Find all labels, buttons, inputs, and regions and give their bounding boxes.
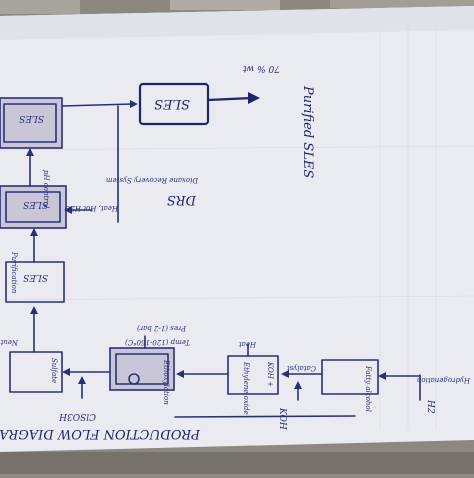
- clsoh-label: ClSO3H: [59, 411, 96, 421]
- final-arrowhead: [248, 92, 260, 104]
- desk-tile: [330, 0, 474, 8]
- title-underline: [174, 415, 356, 418]
- sles-top-label: SLES: [19, 113, 44, 123]
- sulfate-label: Sulfate: [50, 358, 58, 383]
- arrowhead: [62, 368, 70, 376]
- koh-plus-label: KOH +: [266, 361, 274, 387]
- sles-output-block: [138, 82, 210, 126]
- arrowhead: [30, 306, 38, 314]
- ethoxylation-label: Ethoxylation: [162, 359, 170, 405]
- ethoxylation-inner: [115, 353, 169, 385]
- sles-mid-label: SLES: [23, 199, 48, 209]
- desk-tile: [0, 0, 80, 14]
- desk-tile: [170, 0, 280, 10]
- arrowhead: [130, 100, 138, 108]
- sles-top-block: [0, 97, 63, 149]
- fatty-alcohol-label: Fatty alcohol: [364, 365, 372, 412]
- koh-block: [227, 355, 279, 395]
- to-output-line: [61, 103, 133, 107]
- arrowhead: [378, 372, 386, 380]
- sulfate-block: [9, 351, 63, 393]
- purified-sles-label: Purified SLES: [300, 85, 315, 178]
- sles-mid-block: [0, 185, 67, 229]
- sles-lower-label: SLES: [23, 272, 48, 282]
- diagram-title: PRODUCTION FLOW DIAGRAM: [0, 426, 201, 441]
- heat-h2o-label: Heat, Hot H2O: [64, 204, 119, 212]
- ph-control-label: pH control: [42, 170, 50, 208]
- fatty-alcohol-block: [321, 359, 379, 395]
- sles-top-inner: [3, 103, 57, 143]
- arrowhead: [294, 381, 302, 389]
- paper-sheet: [0, 6, 474, 452]
- arrowhead: [176, 370, 184, 378]
- purity-label: 70 % wt: [243, 63, 280, 73]
- h2-label: H2: [425, 399, 435, 414]
- arrowhead: [78, 376, 86, 384]
- purification-label: Purification: [10, 251, 18, 294]
- pres-label: Pres (1-2 bar): [137, 324, 187, 332]
- catalyst-label: Catalyst: [287, 364, 316, 372]
- temp-label: Temp (120-160°C): [125, 338, 190, 346]
- arrowhead: [281, 370, 289, 378]
- ethylene-oxide-label: Ethylene oxide: [242, 361, 250, 415]
- final-output-line: [206, 96, 254, 102]
- neutralization-label: Neutralization: [0, 338, 19, 346]
- koh-input-label: KOH: [277, 407, 287, 430]
- sles-mid-inner: [5, 191, 61, 223]
- arrowhead: [26, 148, 34, 156]
- paper-shade: [0, 6, 474, 40]
- sles-output-label: SLES: [154, 96, 190, 111]
- drs-label: DRS: [167, 192, 197, 207]
- arrowhead: [30, 228, 38, 236]
- ethoxylation-block: [109, 347, 175, 391]
- desk-bottom: [0, 452, 474, 474]
- hydrogenation-label: Hydrogenation: [416, 376, 471, 384]
- sles-lower-block: [5, 261, 65, 303]
- recovery-label: Dioxane Recovery System: [105, 176, 199, 184]
- paper-grid: [0, 20, 474, 430]
- ethoxylation-marker: [128, 373, 140, 385]
- arrowhead: [64, 206, 72, 214]
